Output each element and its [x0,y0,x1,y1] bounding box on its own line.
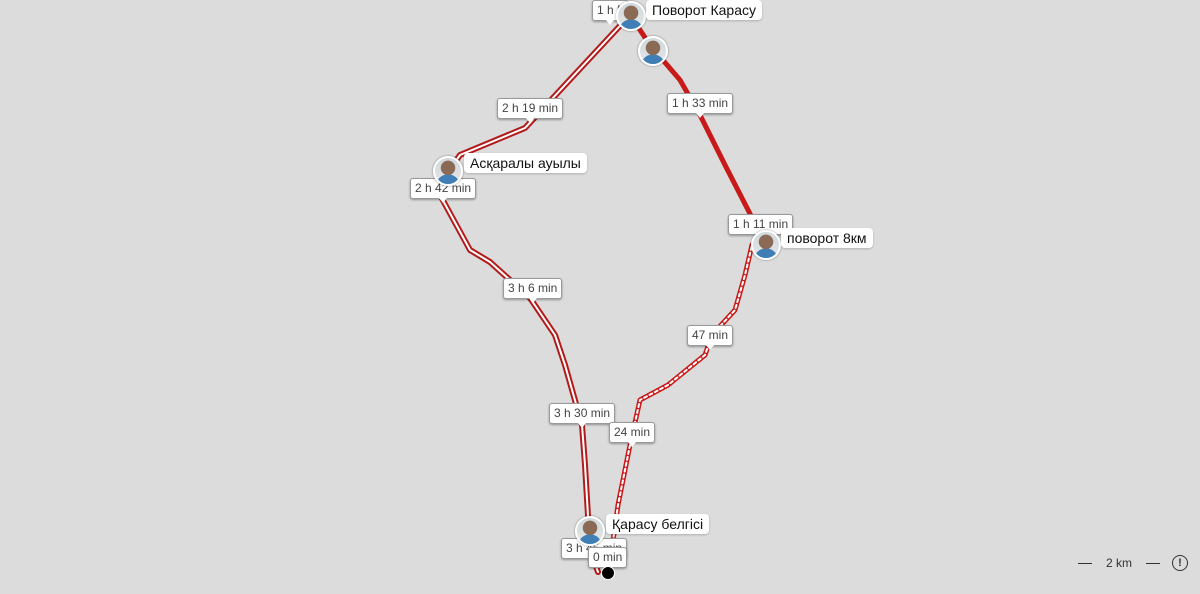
place-label-povorot-8km[interactable]: поворот 8км [781,228,873,248]
time-label-3h6[interactable]: 3 h 6 min [503,278,563,303]
time-label-1h33[interactable]: 1 h 33 min [667,93,734,118]
start-point-marker [601,566,615,580]
scale-label: 2 km [1105,556,1132,570]
user-avatar-icon[interactable] [638,36,668,66]
time-label-24[interactable]: 24 min [609,422,656,447]
scale-bar: 2 km ! [1077,555,1188,571]
place-label-karasu-belgisi[interactable]: Қарасу белгісі [606,514,710,534]
place-label-askaraly[interactable]: Асқаралы ауылы [464,153,587,173]
time-label-47[interactable]: 47 min [687,325,734,350]
user-avatar-icon[interactable] [433,156,463,186]
user-avatar-icon[interactable] [575,516,605,546]
user-avatar-icon[interactable] [751,230,781,260]
place-label-povorot-karasu[interactable]: Поворот Карасу [646,0,762,20]
user-avatar-icon[interactable] [616,1,646,31]
scale-line-right [1146,562,1160,564]
info-icon[interactable]: ! [1172,555,1188,571]
time-label-2h42[interactable]: 2 h 42 min [410,178,477,203]
route-dashed [604,240,768,575]
scale-line-left [1077,562,1092,564]
time-label-3h30[interactable]: 3 h 30 min [549,403,616,428]
time-label-2h19[interactable]: 2 h 19 min [497,98,564,123]
route-dashed-center [606,242,766,573]
time-label-0[interactable]: 0 min [588,547,628,572]
